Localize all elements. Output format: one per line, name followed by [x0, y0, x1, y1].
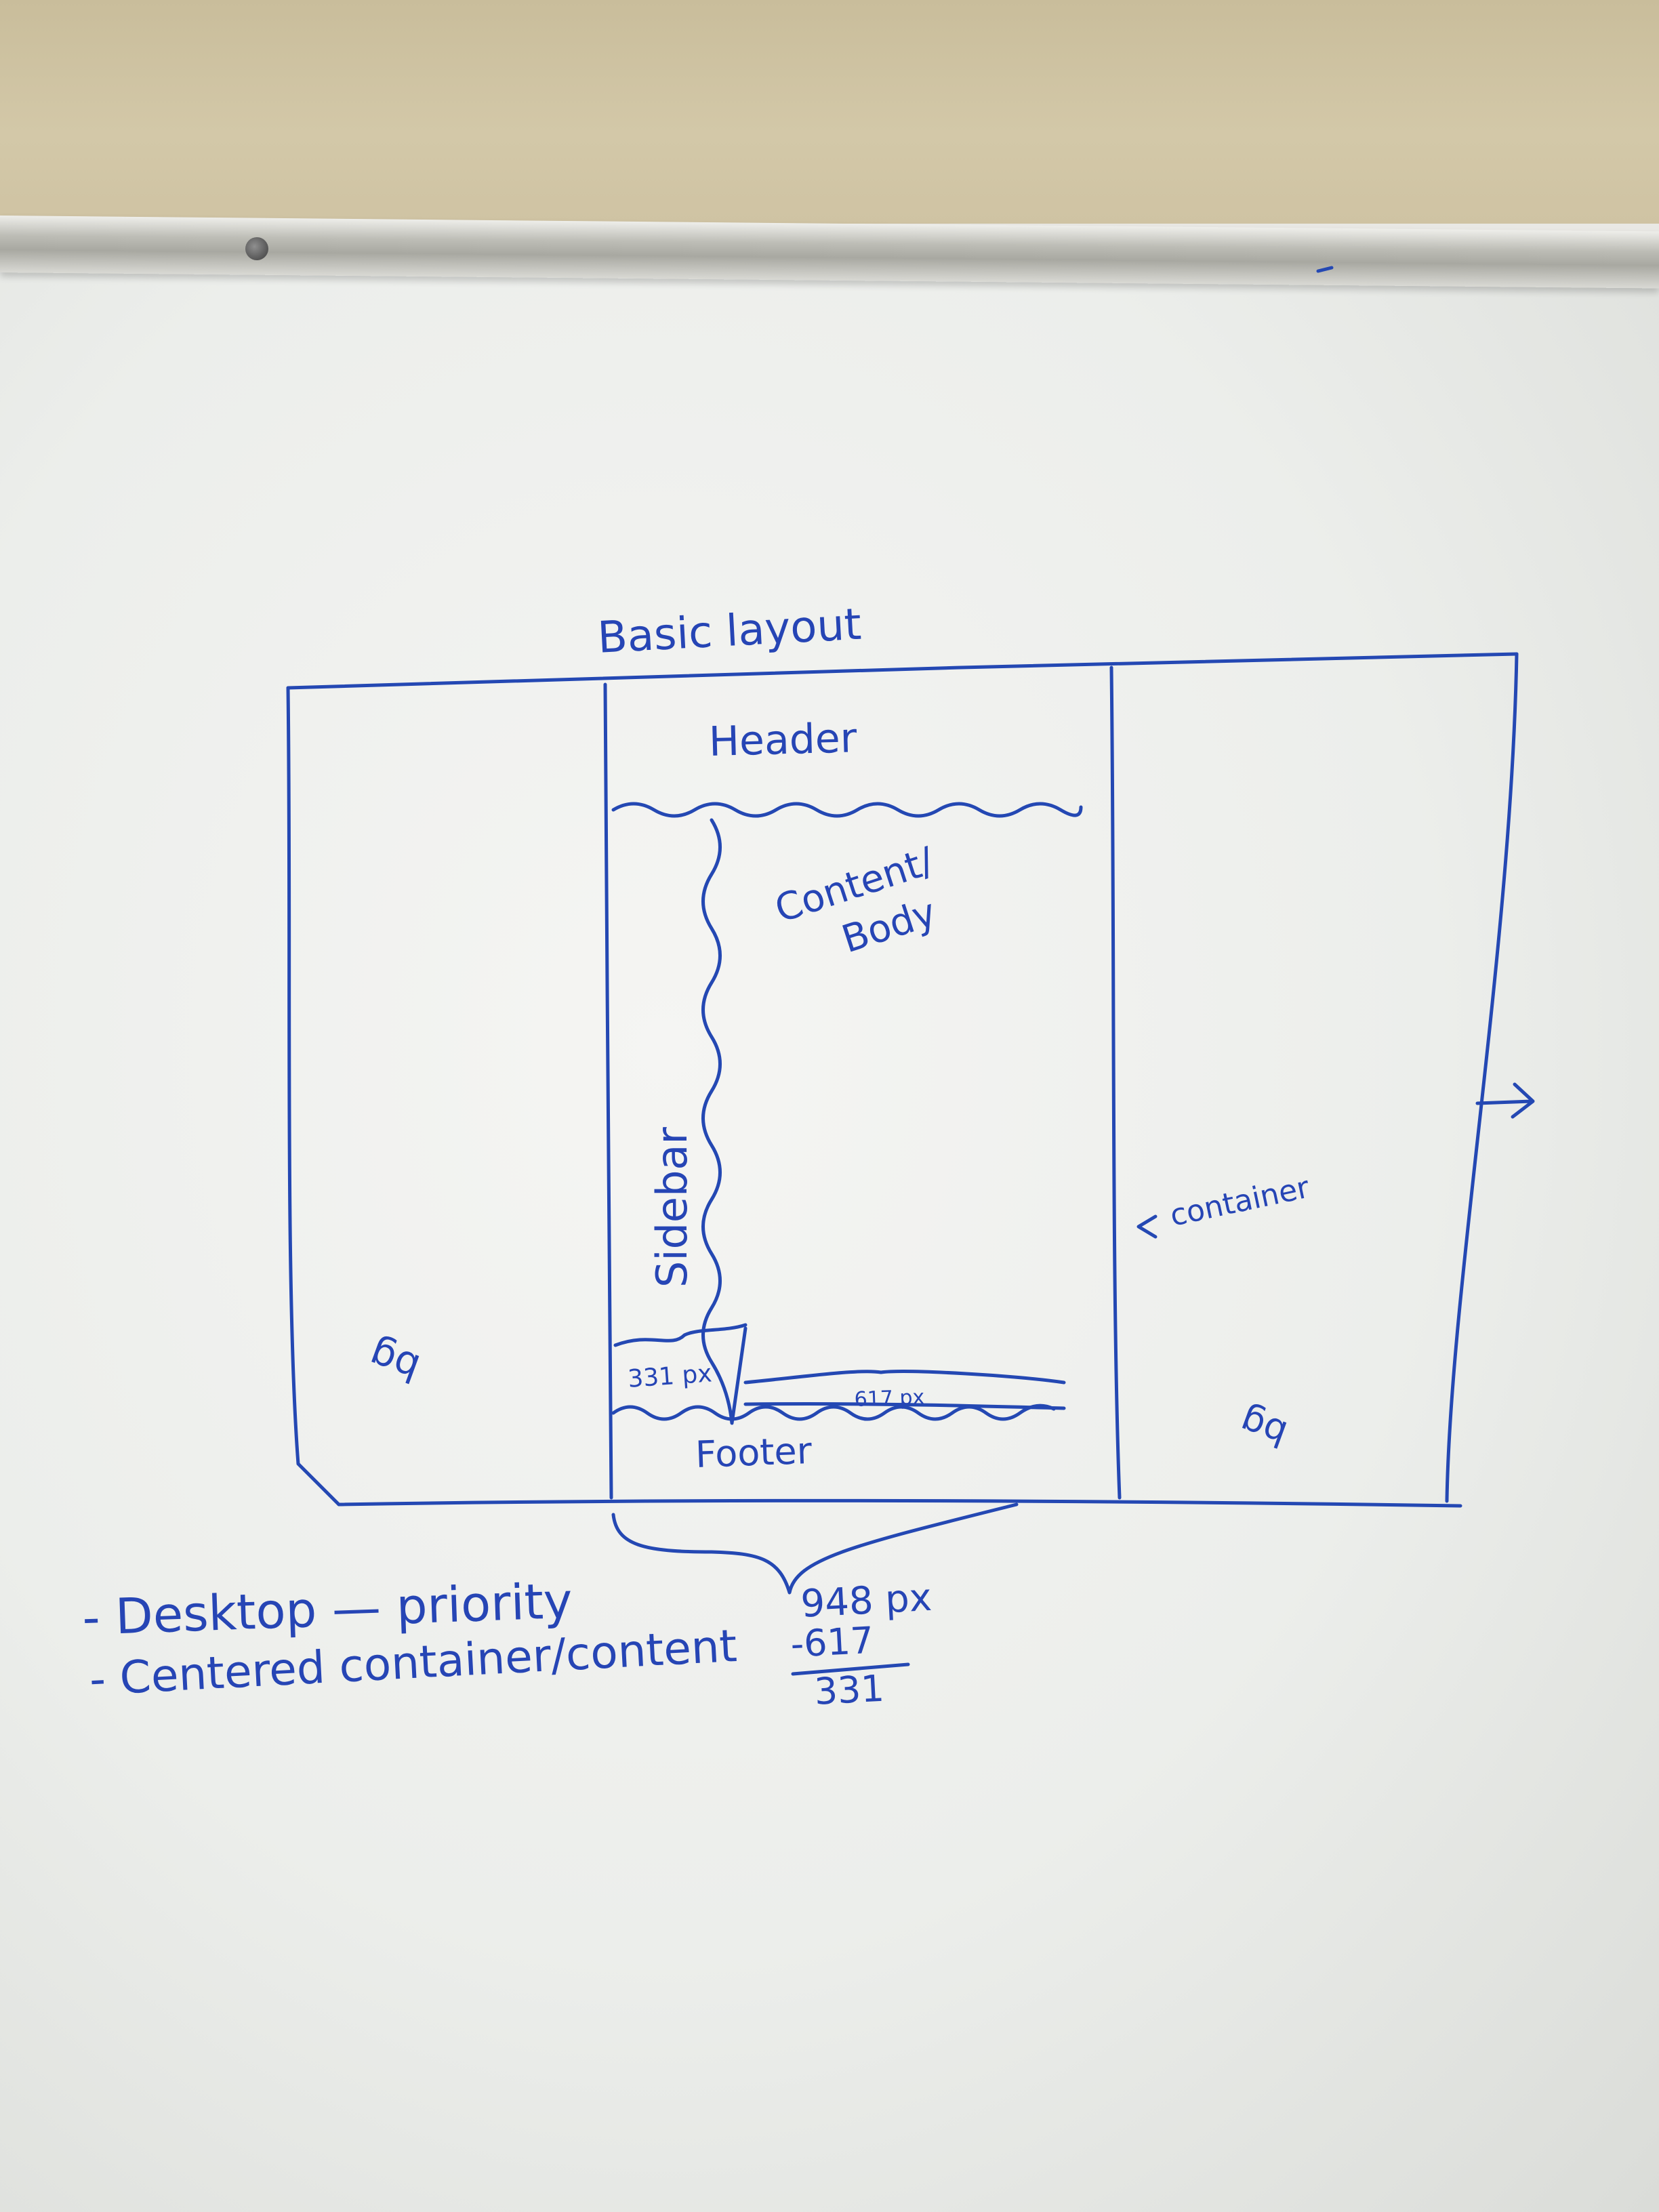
outer-frame-top — [286, 652, 1519, 690]
total-width-brace — [611, 1502, 1019, 1595]
sidebar-width-brace — [613, 1323, 747, 1347]
outer-frame-left — [286, 686, 341, 1507]
content-width-brace — [743, 1370, 1066, 1385]
calc-content-width: -617 — [790, 1618, 875, 1666]
mounting-screw — [245, 237, 268, 260]
container-arrow-head — [1136, 1214, 1158, 1239]
sidebar-label: Sidebar — [647, 1127, 697, 1288]
container-right-edge — [1109, 665, 1122, 1500]
wall — [0, 0, 1659, 224]
calc-result: 331 — [813, 1666, 886, 1713]
header-label: Header — [708, 714, 858, 766]
stray-mark — [1316, 266, 1334, 273]
whiteboard-surface — [0, 271, 1659, 2212]
sidebar-width-label: 331 px — [627, 1359, 713, 1393]
content-width-label: 617 px — [854, 1385, 925, 1412]
footer-divider — [611, 1404, 1056, 1421]
footer-divider-2 — [743, 1402, 1066, 1410]
outer-frame-right — [1445, 652, 1519, 1503]
footer-label: Footer — [695, 1429, 813, 1476]
outer-frame-bottom — [337, 1498, 1462, 1508]
header-divider — [611, 802, 1083, 818]
calc-underline — [791, 1662, 910, 1676]
right-edge-arrow — [1475, 1082, 1535, 1119]
container-left-edge — [603, 682, 613, 1500]
sidebar-divider — [701, 818, 747, 1425]
